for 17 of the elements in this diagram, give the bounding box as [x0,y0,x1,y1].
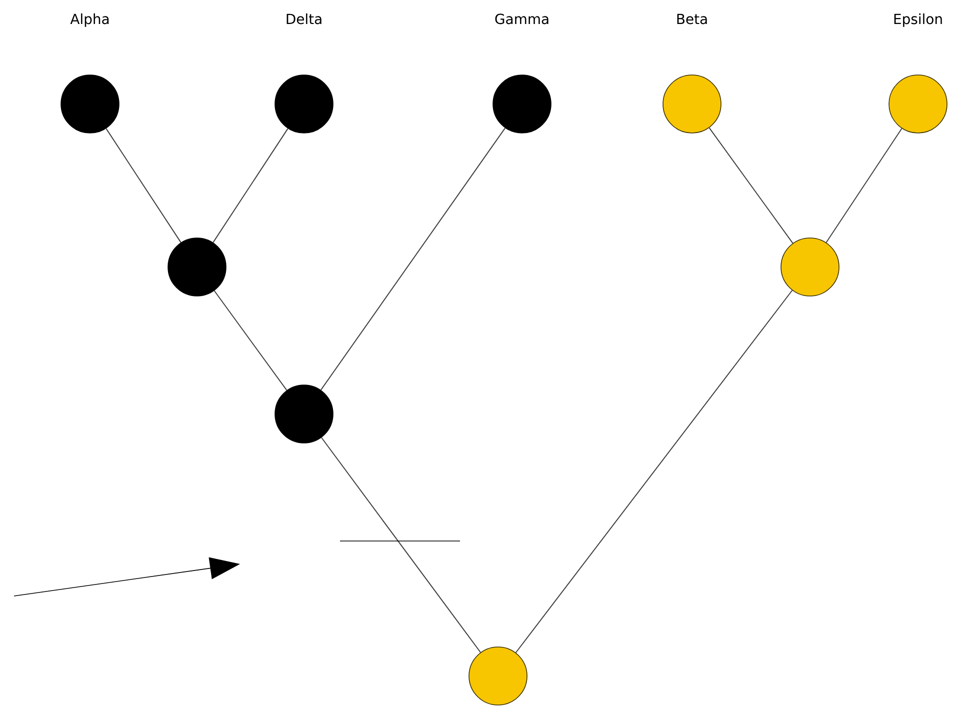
taxon-label: Beta [677,14,707,24]
branch-line [826,128,902,243]
taxon-label: Delta [286,13,322,24]
ancestor-node [468,646,528,706]
branch-line [321,437,482,653]
taxon-label: Gamma [495,14,548,24]
branch-line [515,290,793,654]
taxon-label: Epsilon [894,13,942,27]
ancestor-node [168,238,226,296]
branch-line [212,128,288,243]
branch-line [708,127,794,244]
branch-line [106,128,182,243]
taxon-label: Alpha [70,13,109,27]
ancestor-node [274,384,334,444]
branch-line [320,128,506,390]
ancestor-node [780,238,840,296]
branch-line [214,290,288,391]
